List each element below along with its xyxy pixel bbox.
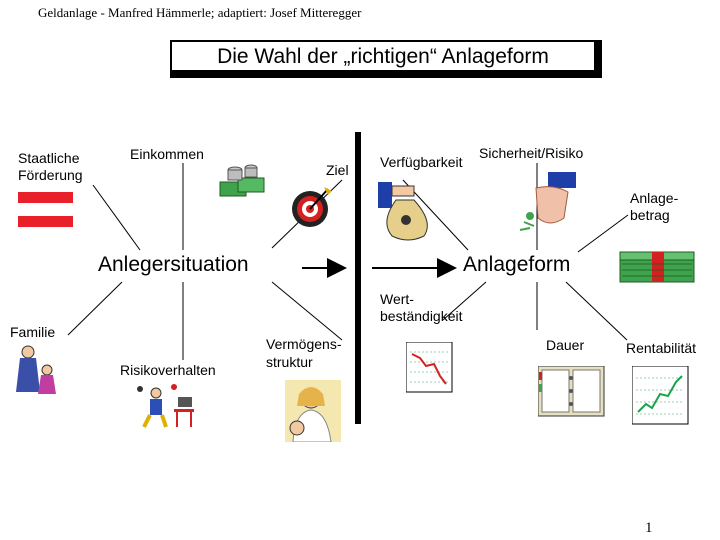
label-anlage: Anlage- [630, 190, 679, 206]
cash-bundle-icon [619, 251, 695, 283]
money-bag-icon [378, 182, 428, 241]
label-verfuegbarkeit: Verfügbarkeit [380, 154, 463, 170]
credit-line: Geldanlage - Manfred Hämmerle; adaptiert… [38, 5, 362, 20]
line-anlagebetrag [577, 214, 629, 253]
line-rentabilitaet [565, 281, 628, 341]
juggler-icon [137, 384, 194, 428]
label-staatliche: Staatliche [18, 150, 80, 166]
line-foerderung [92, 184, 141, 251]
falling-chart-icon [406, 342, 453, 393]
rising-chart-icon [632, 366, 689, 425]
label-bestaendigkeit: beständigkeit [380, 308, 463, 324]
center-divider [355, 132, 361, 424]
austria-flag-icon [18, 192, 73, 227]
family-icon [16, 345, 56, 394]
hand-coin-icon [519, 172, 576, 231]
line-vermoegen [271, 281, 343, 341]
heading-anlegersituation: Anlegersituation [98, 253, 249, 276]
title-box: Die Wahl der „richtigen“ Anlageform [170, 40, 602, 78]
label-sicherheit: Sicherheit/Risiko [479, 145, 584, 161]
heading-anlageform: Anlageform [463, 253, 571, 276]
dart-target-icon [292, 187, 332, 227]
line-wert [442, 281, 487, 321]
page-number: 1 [645, 520, 653, 536]
planner-book-icon [538, 366, 605, 417]
label-risikoverhalten: Risikoverhalten [120, 362, 216, 378]
label-betrag: betrag [630, 207, 670, 223]
label-rentabilitaet: Rentabilität [626, 340, 697, 356]
mother-child-icon [285, 380, 341, 442]
label-wert: Wert- [380, 291, 414, 307]
label-struktur: struktur [266, 354, 313, 370]
label-foerderung: Förderung [18, 167, 83, 183]
page-title: Die Wahl der „richtigen“ Anlageform [170, 40, 596, 72]
label-familie: Familie [10, 324, 56, 340]
money-stack-icon [219, 164, 265, 197]
label-dauer: Dauer [546, 337, 585, 353]
label-vermoegens: Vermögens- [266, 336, 342, 352]
label-einkommen: Einkommen [130, 146, 204, 162]
line-familie [67, 281, 123, 336]
label-ziel: Ziel [326, 162, 349, 178]
